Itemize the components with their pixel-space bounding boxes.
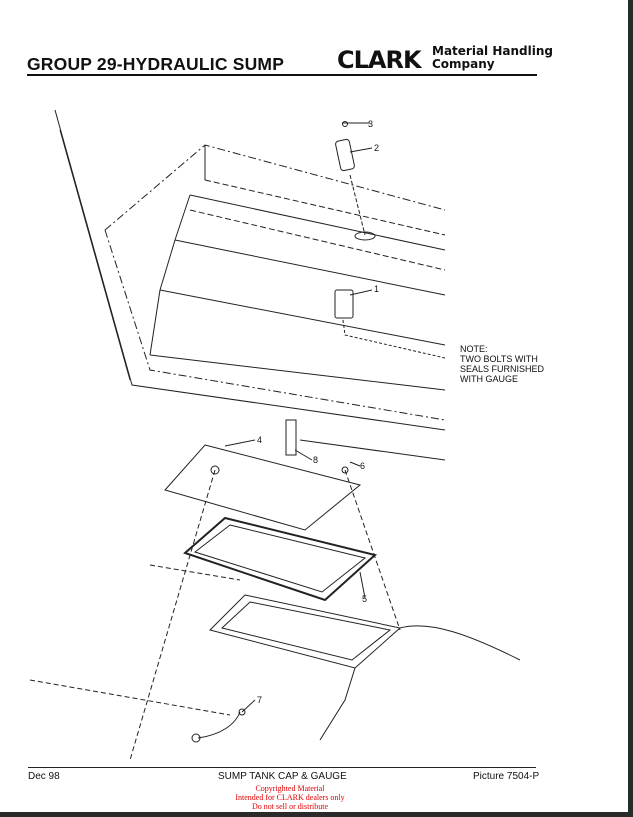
watermark-line-2: Intended for CLARK dealers only xyxy=(235,793,345,802)
sender-part xyxy=(191,708,246,743)
base-frame xyxy=(209,594,521,741)
callout-7: 7 xyxy=(257,695,262,705)
footer-caption: SUMP TANK CAP & GAUGE xyxy=(218,771,347,782)
callout-2: 2 xyxy=(374,143,379,153)
callout-5: 5 xyxy=(362,594,367,604)
note-line-2: TWO BOLTS WITH xyxy=(460,354,538,364)
gasket xyxy=(183,516,378,602)
callout-8: 8 xyxy=(313,455,318,465)
leader-lines xyxy=(29,469,401,761)
callout-3: 3 xyxy=(368,119,373,129)
cover-plate xyxy=(164,419,362,531)
footer-rule xyxy=(28,767,536,768)
watermark-line-3: Do not sell or distribute xyxy=(252,802,328,811)
note-line-4: WITH GAUGE xyxy=(460,374,518,384)
company-line-1: Material Handling xyxy=(432,44,553,58)
viewer-edge-bottom xyxy=(0,812,633,817)
note-line-3: SEALS FURNISHED xyxy=(460,364,545,374)
sump-tank-outline xyxy=(54,109,446,461)
header-rule xyxy=(27,74,537,76)
callout-4: 4 xyxy=(257,435,262,445)
clark-logo: CLARK xyxy=(337,46,422,74)
watermark-line-1: Copyrighted Material xyxy=(255,784,325,793)
callout-leaders xyxy=(224,122,373,713)
company-line-2: Company xyxy=(432,57,495,71)
page-title: GROUP 29-HYDRAULIC SUMP xyxy=(27,54,285,74)
callout-1: 1 xyxy=(374,284,379,294)
callout-6: 6 xyxy=(360,461,365,471)
footer-picture-number: Picture 7504-P xyxy=(473,771,540,782)
footer-date: Dec 98 xyxy=(28,771,60,782)
cap-part xyxy=(335,121,376,241)
note-line-1: NOTE: xyxy=(460,344,488,354)
viewer-edge-right xyxy=(628,0,633,817)
gauge-part xyxy=(334,289,446,359)
